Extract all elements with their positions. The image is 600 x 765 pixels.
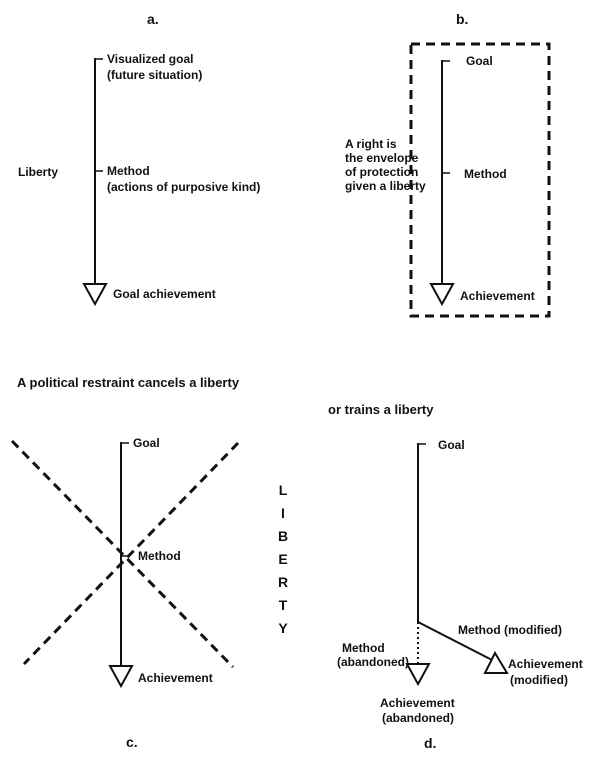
panel-a-liberty-label: Liberty bbox=[18, 165, 58, 179]
panel-b-goal-label: Goal bbox=[466, 54, 493, 68]
panel-c-method-label: Method bbox=[138, 549, 181, 563]
panel-d-abandoned-triangle bbox=[405, 663, 431, 687]
panel-b-right-line4: given a liberty bbox=[345, 179, 426, 193]
liberty-letter: E bbox=[278, 551, 287, 567]
panel-c-restraint-line-1 bbox=[10, 439, 235, 669]
panel-a: a. Visualized goal (future situation) Li… bbox=[18, 11, 260, 307]
panel-b-envelope-box bbox=[409, 42, 551, 318]
panel-a-method-label: Method bbox=[107, 164, 150, 178]
panel-b-achievement-triangle bbox=[429, 283, 455, 307]
panel-c-caption: c. bbox=[126, 734, 138, 750]
panel-b-method-label: Method bbox=[464, 167, 507, 181]
panel-d-goal-label: Goal bbox=[438, 438, 465, 452]
panel-d: or trains a liberty Goal Method (modifie… bbox=[328, 402, 583, 751]
panel-b: b. Goal Method Achievement A right is th… bbox=[345, 11, 551, 318]
panel-d-method-modified-label: Method (modified) bbox=[458, 623, 562, 637]
liberty-letter: R bbox=[278, 574, 288, 590]
panel-d-modified-triangle bbox=[483, 650, 509, 674]
panel-c: A political restraint cancels a liberty … bbox=[10, 375, 240, 750]
panel-d-achievement-modified-label: Achievement bbox=[508, 657, 583, 671]
panel-b-right-line1: A right is bbox=[345, 137, 397, 151]
panel-b-right-line2: the envelope bbox=[345, 151, 419, 165]
panel-d-modified-path bbox=[417, 621, 493, 661]
panel-c-heading: A political restraint cancels a liberty bbox=[17, 375, 240, 390]
panel-d-heading: or trains a liberty bbox=[328, 402, 434, 417]
panel-d-achievement-modified-sublabel: (modified) bbox=[510, 673, 568, 687]
panel-d-achievement-abandoned-label: Achievement bbox=[380, 696, 455, 710]
liberty-letter: I bbox=[281, 505, 285, 521]
panel-a-goal-sublabel: (future situation) bbox=[107, 68, 202, 82]
liberty-letter: T bbox=[279, 597, 288, 613]
panel-a-achievement-triangle bbox=[82, 283, 108, 307]
liberty-letter: Y bbox=[278, 620, 288, 636]
panel-d-method-abandoned-label: Method bbox=[342, 641, 385, 655]
panel-a-achievement-label: Goal achievement bbox=[113, 287, 216, 301]
liberty-vertical-word: L I B E R T Y bbox=[278, 482, 288, 636]
panel-c-achievement-triangle bbox=[108, 665, 134, 689]
liberty-letter: L bbox=[279, 482, 288, 498]
panel-a-method-sublabel: (actions of purposive kind) bbox=[107, 180, 260, 194]
panel-c-goal-label: Goal bbox=[133, 436, 160, 450]
panel-b-right-line3: of protection bbox=[345, 165, 418, 179]
panel-d-method-abandoned-sublabel: (abandoned) bbox=[337, 655, 409, 669]
panel-c-restraint-line-2 bbox=[22, 441, 240, 666]
panel-a-goal-label: Visualized goal bbox=[107, 52, 193, 66]
panel-a-caption: a. bbox=[147, 11, 159, 27]
panel-d-caption: d. bbox=[424, 735, 436, 751]
panel-b-achievement-label: Achievement bbox=[460, 289, 535, 303]
panel-b-caption: b. bbox=[456, 11, 468, 27]
liberty-letter: B bbox=[278, 528, 288, 544]
panel-d-achievement-abandoned-sublabel: (abandoned) bbox=[382, 711, 454, 725]
panel-c-achievement-label: Achievement bbox=[138, 671, 213, 685]
